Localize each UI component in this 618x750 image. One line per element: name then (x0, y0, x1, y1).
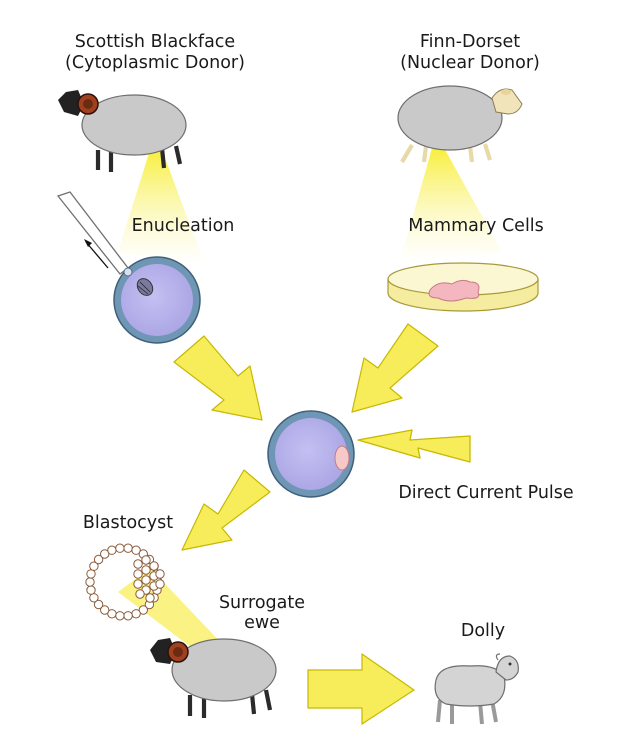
inner-cell-mass-cell (135, 589, 145, 599)
lightning-bolt-icon (357, 429, 471, 463)
blastocyst-cell (86, 569, 96, 579)
beam-scottish-to-egg (118, 150, 205, 265)
blastocyst-icon (85, 543, 165, 621)
enucleated-egg-cell (113, 256, 201, 344)
direct-current-pulse-label: Direct Current Pulse (398, 483, 573, 503)
blastocyst-cell (100, 605, 110, 615)
beam-finn-to-dish (400, 148, 502, 262)
surrogate-label-line2: ewe (244, 613, 280, 633)
blastocyst-cell (123, 611, 133, 621)
arrow-fusion-to-blastocyst (181, 469, 271, 551)
mammary-cells-label: Mammary Cells (408, 216, 544, 236)
beam-blastocyst-to-ewe (118, 568, 226, 648)
inner-cell-mass-cell (149, 561, 159, 571)
dolly-lamb-icon (434, 653, 519, 725)
blastocyst-cell (123, 543, 133, 553)
inner-cell-mass-cell (141, 555, 151, 565)
inner-cell-mass-cell (141, 565, 151, 575)
blastocyst-label: Blastocyst (83, 513, 173, 533)
pipette-icon (56, 191, 129, 275)
blastocyst-cell (86, 585, 96, 595)
inner-cell-mass-cell (133, 559, 143, 569)
blastocyst-cell (85, 577, 95, 587)
blastocyst-cell (93, 554, 104, 565)
blastocyst-cell (89, 593, 99, 603)
surrogate-ewe-sheep-icon (150, 638, 277, 718)
blastocyst-cell (131, 609, 141, 619)
scottish-blackface-sheep-icon (58, 90, 187, 172)
inner-cell-mass-cell (141, 575, 151, 585)
dolly-label: Dolly (461, 621, 505, 641)
petri-dish-icon (387, 262, 539, 312)
cytoplasmic-donor-subtitle: (Cytoplasmic Donor) (65, 53, 245, 73)
blastocyst-cell (100, 549, 110, 559)
inner-cell-mass-cell (155, 579, 165, 589)
blastocyst-cell (107, 609, 117, 619)
inner-cell-mass-cell (133, 579, 143, 589)
blastocyst-cell (131, 545, 141, 555)
enucleation-label: Enucleation (132, 216, 235, 236)
arrow-cells-to-fusion (351, 323, 439, 413)
inner-cell-mass-cell (145, 593, 155, 603)
finn-dorset-sheep-icon (397, 85, 523, 164)
blastocyst-cell (138, 605, 149, 615)
inner-cell-mass-cell (155, 569, 165, 579)
blastocyst-cell (93, 599, 104, 610)
arrow-egg-to-fusion (173, 335, 263, 421)
blastocyst-cell (115, 543, 125, 553)
surrogate-label-line1: Surrogate (219, 593, 305, 613)
nuclear-donor-subtitle: (Nuclear Donor) (400, 53, 540, 73)
blastocyst-cell (89, 561, 99, 571)
inner-cell-mass-cell (133, 569, 143, 579)
scottish-blackface-title: Scottish Blackface (75, 32, 235, 52)
finn-dorset-title: Finn-Dorset (420, 32, 520, 52)
blastocyst-cell (115, 611, 125, 621)
arrow-ewe-to-dolly (307, 653, 415, 725)
fused-cell (267, 410, 355, 498)
blastocyst-cell (107, 545, 117, 555)
